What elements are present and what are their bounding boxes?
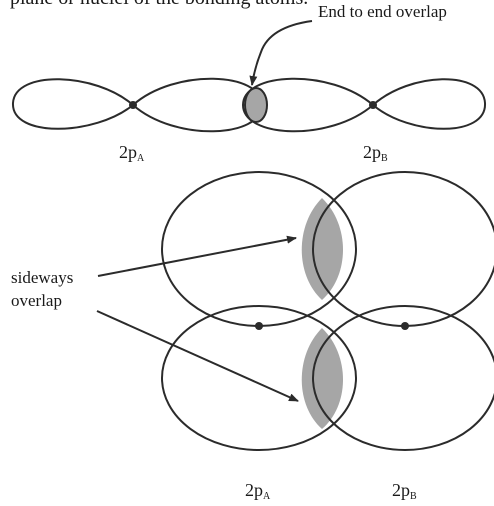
end-overlap-region xyxy=(245,88,267,122)
label-2pa-bottom: 2pA xyxy=(245,481,270,502)
end-to-end-overlap-group xyxy=(13,21,485,131)
nucleus-a-bottom xyxy=(255,322,263,330)
sideways-pointer-upper xyxy=(98,238,296,276)
label-2pb-bottom: 2pB xyxy=(392,481,417,502)
sideways-label-line1: sideways xyxy=(11,266,73,289)
sideways-overlap-group xyxy=(97,172,494,450)
sideways-overlap-lower-region xyxy=(302,328,343,429)
sideways-pointer-lower xyxy=(97,311,298,401)
label-2pb-top: 2pB xyxy=(363,143,388,164)
end-overlap-pointer xyxy=(252,21,312,85)
nucleus-a-top xyxy=(129,101,137,109)
nucleus-b-bottom xyxy=(401,322,409,330)
nucleus-b-top xyxy=(369,101,377,109)
caption-text: plane or nuclei of the bonding atoms. xyxy=(10,0,308,8)
end-to-end-overlap-label: End to end overlap xyxy=(318,3,447,20)
orbital-2pb-right-lobe xyxy=(373,79,485,129)
sideways-label-line2: overlap xyxy=(11,289,73,312)
label-2pa-top: 2pA xyxy=(119,143,144,164)
orbital-2pa-left-lobe xyxy=(13,79,133,129)
sideways-overlap-label: sideways overlap xyxy=(11,266,73,312)
